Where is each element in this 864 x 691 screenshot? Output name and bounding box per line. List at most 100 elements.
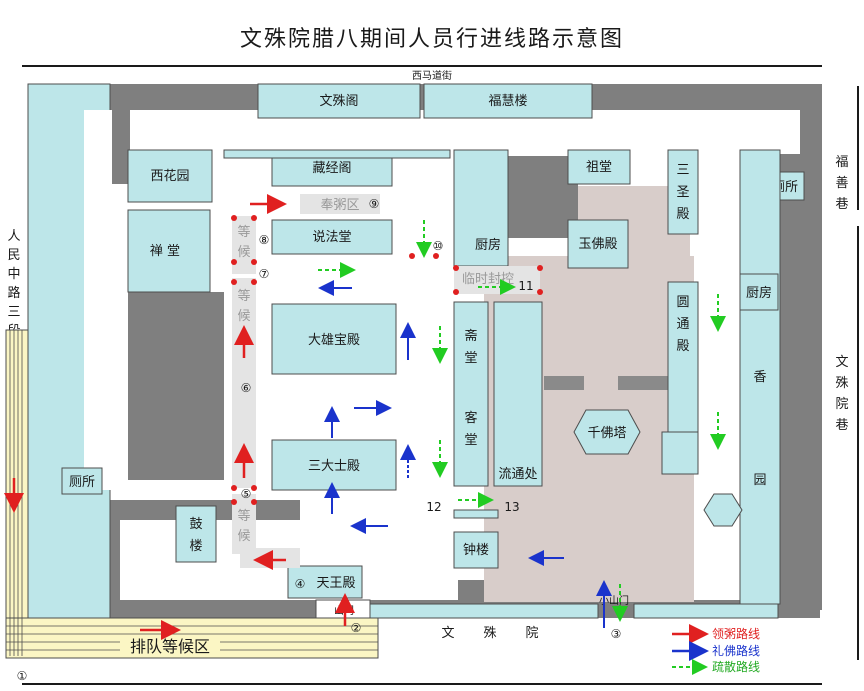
plaza-bar-2	[618, 376, 670, 390]
building-zutang	[567, 149, 631, 185]
label-tianwangdian: 天王殿	[316, 576, 355, 591]
label-daxiongbaodian: 大雄宝殿	[308, 333, 360, 348]
svg-text:鼓: 鼓	[189, 517, 202, 532]
building-small-hexagon	[703, 493, 743, 527]
svg-text:文: 文	[835, 355, 848, 370]
building-wenshuge	[257, 83, 421, 119]
label-shuofatang: 说法堂	[312, 230, 351, 245]
label-dengh3: 等 候	[237, 508, 250, 544]
building-cesuo-w	[61, 467, 103, 495]
label-wenshuge: 文殊阁	[319, 94, 358, 109]
legend: 领粥路线 礼佛路线 疏散路线	[672, 624, 760, 675]
svg-text:院: 院	[835, 397, 848, 412]
building-yuantongdian	[667, 281, 699, 433]
street-west: 人 民 中 路 三 段	[7, 229, 20, 339]
svg-text:通: 通	[676, 317, 689, 332]
label-chantang: 禅 堂	[150, 244, 180, 259]
marker-5: ⑤	[241, 487, 252, 501]
label-dengh2: 等 候	[237, 288, 250, 324]
building-daxiongbaodian	[271, 303, 397, 375]
label-gulou: 鼓 楼	[189, 517, 202, 554]
svg-text:民: 民	[7, 248, 20, 263]
building-shuofatang	[271, 219, 393, 255]
label-yufodian: 玉佛殿	[578, 237, 617, 252]
building-liutongchu	[493, 301, 543, 487]
legend-shusan: 疏散路线	[712, 659, 760, 674]
street-north: 西马道街	[412, 69, 452, 82]
label-sanshengdian: 三 圣 殿	[676, 163, 689, 222]
building-fuhuilou	[423, 83, 593, 119]
south-corridor-east	[633, 603, 779, 619]
building-zhaitang-ketang	[453, 301, 489, 487]
marker-1: ①	[17, 669, 28, 683]
label-zhonglou: 钟楼	[463, 542, 489, 558]
east-inner-wall	[508, 156, 578, 238]
svg-text:圆: 圆	[676, 295, 689, 310]
control-dots	[231, 215, 543, 505]
svg-text:候: 候	[237, 245, 250, 260]
building-xihuayuan	[127, 149, 213, 203]
svg-text:堂: 堂	[464, 351, 477, 366]
marker-3: ③	[611, 627, 622, 641]
linshi-zone	[454, 266, 540, 294]
red-route-arrows	[4, 194, 355, 640]
label-liutongchu: 流通处	[498, 467, 537, 482]
label-xiangyuan-top: 香	[753, 370, 766, 385]
south-corridor	[369, 603, 599, 619]
building-yufodian	[567, 219, 629, 269]
svg-text:中: 中	[7, 267, 20, 282]
street-east-lower: 文 殊 院 巷	[835, 355, 848, 433]
west-lane	[84, 110, 112, 490]
street-south: 文 殊 院	[441, 626, 538, 641]
building-tianwangdian	[287, 565, 363, 599]
outer-walls	[88, 84, 822, 618]
label-fengzhou: 奉粥区	[320, 197, 359, 213]
label-yuantongdian: 圆 通 殿	[676, 295, 689, 354]
svg-text:斋: 斋	[464, 328, 477, 344]
label-dengh1: 等 候	[237, 224, 250, 260]
label-qianfota: 千佛塔	[587, 426, 626, 441]
marker-12: 12	[426, 500, 441, 514]
marker-10: ⑩	[433, 239, 444, 253]
green-route-arrows	[318, 220, 726, 622]
svg-text:三: 三	[676, 163, 689, 178]
svg-text:楼: 楼	[189, 539, 202, 554]
building-zhonglou	[453, 531, 499, 569]
building-yuantong-base	[661, 431, 699, 475]
svg-text:殊: 殊	[483, 626, 496, 641]
svg-text:候: 候	[237, 529, 250, 544]
svg-text:巷: 巷	[835, 418, 848, 433]
svg-text:堂: 堂	[464, 433, 477, 448]
marker-11: 11	[518, 279, 533, 293]
svg-text:候: 候	[237, 309, 250, 324]
svg-text:福: 福	[835, 155, 848, 170]
building-chufang-center	[453, 149, 509, 267]
building-qianfota	[573, 409, 641, 455]
legend-lifo: 礼佛路线	[712, 643, 760, 658]
building-chantang	[127, 209, 211, 293]
label-ketang: 客 堂	[464, 410, 477, 448]
label-xiangyuan-bottom: 园	[753, 473, 766, 488]
label-chufang-center: 厨房	[475, 237, 501, 253]
east-corridor	[739, 149, 781, 605]
building-passage-12-13	[453, 509, 499, 519]
label-cesuo-w: 厕所	[69, 475, 95, 490]
blue-route-arrows	[318, 280, 612, 628]
svg-text:殿: 殿	[676, 339, 689, 354]
svg-text:院: 院	[525, 626, 538, 641]
label-zhaitang: 斋 堂	[464, 328, 477, 366]
building-chufang-east	[739, 273, 779, 311]
label-zutang: 祖堂	[586, 160, 612, 175]
svg-text:等: 等	[237, 224, 250, 240]
label-xihuayuan: 西花园	[150, 168, 189, 184]
marker-7: ⑦	[259, 267, 270, 281]
label-sandashidian: 三大士殿	[308, 459, 360, 474]
waiting-zone-bottom	[240, 548, 300, 568]
svg-text:圣: 圣	[676, 185, 689, 200]
svg-text:路: 路	[7, 285, 20, 301]
waiting-zone-8	[232, 216, 256, 274]
label-linshi: 临时封控	[462, 272, 514, 287]
label-xiaoshanmen: 小山门	[599, 594, 629, 607]
